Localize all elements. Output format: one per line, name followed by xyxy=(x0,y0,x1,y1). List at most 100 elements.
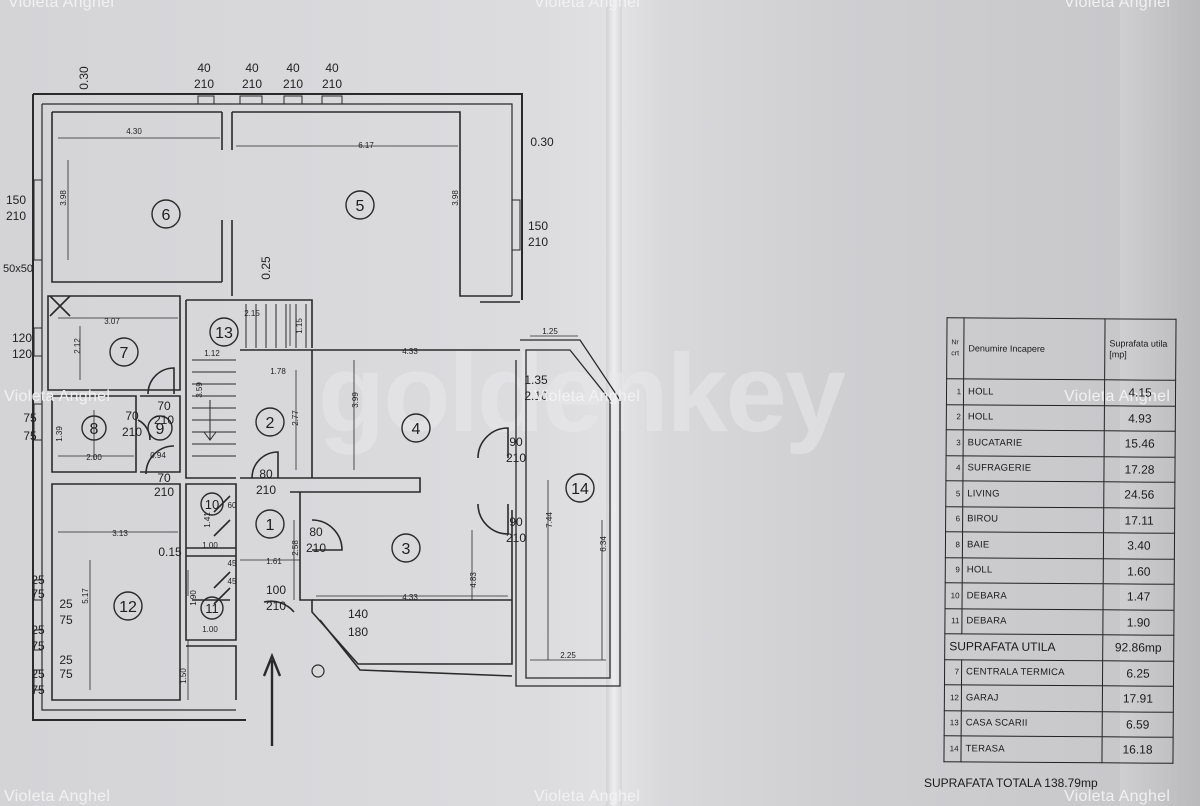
dimension-label: 75 xyxy=(59,667,73,681)
dimension-label: 210 xyxy=(506,531,526,545)
legend-area: 1.90 xyxy=(1102,609,1175,636)
dimension-label: 210 xyxy=(306,541,326,555)
dimension-label: 0.30 xyxy=(77,66,91,90)
total-area: SUPRAFATA TOTALA 138.79mp xyxy=(924,776,1098,790)
dimension-label: 80 xyxy=(309,525,323,539)
dimension-label: 6.17 xyxy=(358,141,374,150)
dimension-label: 4.33 xyxy=(402,347,418,356)
dimension-label: 2.12 xyxy=(73,338,82,354)
legend-area: 6.59 xyxy=(1102,711,1174,738)
room-number: 9 xyxy=(156,421,165,438)
dimension-label: 75 xyxy=(31,639,45,653)
legend-name: SUFRAGERIE xyxy=(962,455,1105,482)
dimension-label: 210 xyxy=(122,425,142,439)
room-number: 7 xyxy=(120,345,129,362)
legend-nr: 2 xyxy=(946,404,964,430)
legend-name: GARAJ xyxy=(961,684,1103,712)
watermark: Violeta Anghel xyxy=(1064,788,1171,805)
dimension-label: 1.35 xyxy=(524,373,548,387)
legend-name: HOLL xyxy=(963,404,1105,431)
legend-nr: 13 xyxy=(944,710,962,736)
dimension-label: 1.61 xyxy=(266,557,282,566)
dimension-label: 1.50 xyxy=(179,668,188,684)
dimension-label: 210 xyxy=(256,483,276,497)
dimension-label: 3.98 xyxy=(59,190,68,206)
useful-area-label: SUPRAFATA UTILA xyxy=(944,633,1103,661)
legend-header-area: Suprafata utila [mp] xyxy=(1104,318,1177,381)
legend-area: 3.40 xyxy=(1103,532,1175,559)
dimension-label: 1.39 xyxy=(55,426,64,442)
legend-name: BAIE xyxy=(962,531,1104,559)
room-number: 4 xyxy=(412,421,421,438)
room-number: 6 xyxy=(162,207,171,224)
dimension-label: 210 xyxy=(154,485,174,499)
dimension-label: 0.30 xyxy=(530,135,554,149)
legend-nr: 3 xyxy=(946,429,964,456)
watermark: Violeta Anghel xyxy=(534,788,641,805)
legend-name: BIROU xyxy=(962,506,1104,533)
dimension-label: 3.07 xyxy=(104,317,120,326)
area-legend-table: Nr crt Denumire Incapere Suprafata utila… xyxy=(943,317,1177,763)
legend-area: 6.25 xyxy=(1102,660,1174,687)
dimension-label: 75 xyxy=(31,587,45,601)
dimension-label: 210 xyxy=(283,77,303,91)
dimension-label: 210 xyxy=(194,77,214,91)
legend-area: 17.28 xyxy=(1103,456,1176,483)
legend-name: CASA SCARII xyxy=(961,710,1103,737)
dimension-label: 210 xyxy=(242,77,262,91)
dimension-label: 4.30 xyxy=(126,127,142,136)
dimension-label: 75 xyxy=(59,613,73,627)
legend-name: HOLL xyxy=(963,378,1105,406)
legend-nr: 9 xyxy=(945,557,963,583)
dimension-label: 2.15 xyxy=(244,309,260,318)
dimension-label: 1.15 xyxy=(295,318,304,334)
dimension-label: 180 xyxy=(348,625,368,639)
dimension-label: 25 xyxy=(59,653,73,667)
dimension-label: 210 xyxy=(266,599,286,613)
legend-name: CENTRALA TERMICA xyxy=(961,659,1103,686)
watermark: Violeta Anghel xyxy=(1064,0,1171,11)
watermark: Violeta Anghel xyxy=(4,788,111,805)
legend-name: TERASA xyxy=(960,735,1103,763)
legend-name: LIVING xyxy=(962,480,1104,508)
legend-name: BUCATARIE xyxy=(963,429,1105,457)
legend-nr: 1 xyxy=(946,378,964,405)
dimension-label: 70 xyxy=(157,399,171,413)
dimension-label: 5.17 xyxy=(81,588,90,604)
dimension-label: 1.90 xyxy=(189,590,198,606)
legend-nr: 6 xyxy=(945,506,963,532)
legend-area: 4.93 xyxy=(1104,405,1176,432)
dimension-label: 45 xyxy=(228,559,237,568)
dimension-label: 70 xyxy=(157,471,171,485)
room-number: 3 xyxy=(402,541,411,558)
dimension-label: 50x50 xyxy=(3,263,33,275)
dimension-label: 1.00 xyxy=(202,541,218,550)
legend-nr: 8 xyxy=(945,531,963,558)
dimension-label: 2.77 xyxy=(291,410,300,426)
room-number: 1 xyxy=(266,517,275,534)
legend-area: 15.46 xyxy=(1104,430,1176,457)
dimension-label: 210 xyxy=(154,413,174,427)
watermark: Violeta Anghel xyxy=(534,388,641,405)
room-number: 8 xyxy=(90,421,99,438)
dimension-label: 2.00 xyxy=(86,453,102,462)
dimension-label: 120 xyxy=(12,347,32,361)
dimension-label: 90 xyxy=(509,515,523,529)
dimension-label: 0.94 xyxy=(150,451,166,460)
dimension-label: 210 xyxy=(528,235,548,249)
dimension-label: 80 xyxy=(259,467,273,481)
dimension-label: 60 xyxy=(228,501,237,510)
dimension-label: 0.15 xyxy=(158,545,182,559)
dimension-label: 25 xyxy=(31,573,45,587)
